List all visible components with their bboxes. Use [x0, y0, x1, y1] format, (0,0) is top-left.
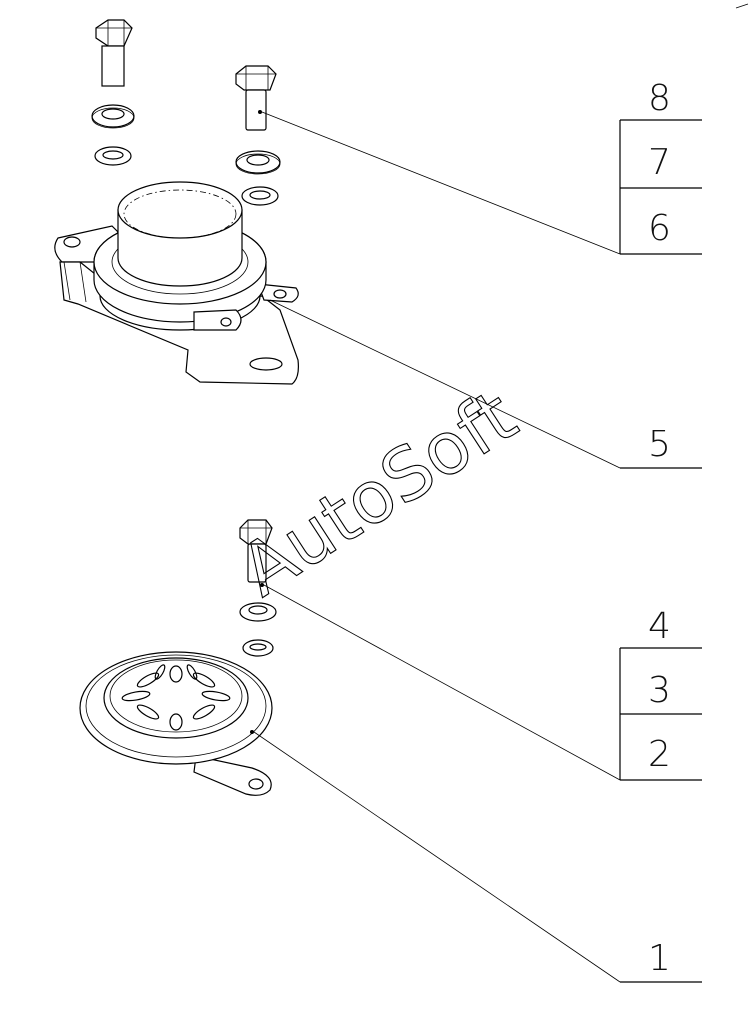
callout-5: 5: [648, 424, 671, 465]
lower-flat-washer: [239, 602, 277, 622]
upper-right-flat-washer: [235, 150, 281, 175]
upper-left-spring-washer: [94, 146, 132, 166]
callout-table-upper: [619, 119, 702, 255]
callout-8: 8: [648, 78, 671, 119]
upper-horn-body: [93, 181, 267, 331]
upper-left-bolt: [95, 19, 133, 87]
upper-left-flat-washer: [91, 104, 135, 129]
callout-table-lower: [619, 647, 702, 781]
upper-right-spring-washer: [241, 186, 279, 206]
upper-right-bolt: [235, 65, 277, 131]
callout-7: 7: [648, 142, 671, 183]
callout-6: 6: [648, 208, 671, 249]
corner-mark: [735, 3, 749, 9]
lower-horn: [79, 651, 273, 796]
callout-1: 1: [648, 938, 671, 979]
callout-4: 4: [648, 606, 671, 647]
leader-lines: [253, 111, 621, 983]
callout-3: 3: [648, 670, 671, 711]
callout-2: 2: [648, 734, 671, 775]
watermark-text: AutoSoft: [226, 373, 531, 612]
lower-bolt: [239, 519, 273, 587]
lower-spring-washer: [242, 639, 274, 657]
